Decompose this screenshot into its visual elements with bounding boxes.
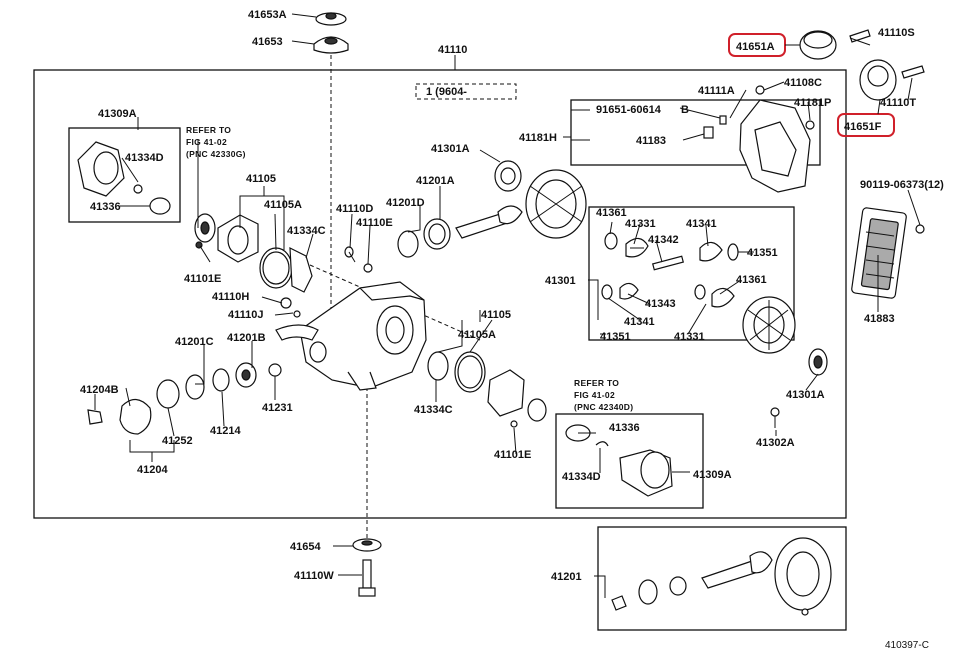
- label-refer-right-3: (PNC 42340D): [574, 402, 633, 412]
- label-41651a: 41651A: [736, 41, 775, 53]
- label-41341-a: 41341: [686, 218, 717, 230]
- label-refer-right-2: FIG 41-02: [574, 390, 615, 400]
- label-refer-left-1: REFER TO: [186, 125, 231, 135]
- cap-41653a-part: [315, 12, 347, 26]
- leader-lines: [94, 13, 921, 598]
- serial-note-box: [415, 83, 517, 100]
- label-41105-mid: 41105: [481, 309, 511, 321]
- seal-41653-part: [313, 36, 349, 54]
- label-41101e-right: 41101E: [494, 449, 531, 461]
- label-41105a-mid: 41105A: [458, 329, 496, 341]
- mount-41651a-part: [799, 29, 871, 60]
- label-41342: 41342: [648, 234, 679, 246]
- left-side-parts: [194, 213, 313, 318]
- label-41204b: 41204B: [80, 384, 119, 396]
- label-41653: 41653: [252, 36, 283, 48]
- label-41252: 41252: [162, 435, 193, 447]
- label-41108c: 41108C: [784, 77, 822, 89]
- right-bearing-part: [770, 348, 828, 428]
- label-41309a-left: 41309A: [98, 108, 137, 120]
- label-41653a: 41653A: [248, 9, 287, 21]
- label-41883: 41883: [864, 313, 895, 325]
- rear-cover-part: [703, 85, 815, 193]
- right-side-stack-part: [427, 351, 547, 428]
- label-91651: 91651-60614: [596, 104, 662, 116]
- main-assembly-frame: [33, 69, 847, 519]
- figure-code: 410397-C: [885, 640, 929, 651]
- label-41105a-top: 41105A: [264, 199, 302, 211]
- label-serial-note: 1 (9604-: [426, 86, 467, 98]
- label-41201c: 41201C: [175, 336, 214, 348]
- gasket-41883-part: [851, 207, 925, 299]
- label-41105-top: 41105: [246, 173, 276, 185]
- label-41201: 41201: [551, 571, 582, 583]
- label-41181h: 41181H: [519, 132, 557, 144]
- label-41201d: 41201D: [386, 197, 425, 209]
- label-41331-b: 41331: [674, 331, 705, 343]
- mount-41651f-part: [859, 59, 925, 101]
- ring-pinion-set-box: [597, 526, 847, 631]
- ring-pinion-set-part: [611, 537, 832, 616]
- label-41351-a: 41351: [747, 247, 778, 259]
- companion-flange-part: [87, 362, 282, 435]
- right-flange-part: [565, 424, 673, 497]
- label-41181p: 41181P: [794, 97, 831, 109]
- label-41110e: 41110E: [356, 217, 393, 229]
- label-41331-a: 41331: [625, 218, 656, 230]
- label-41110h: 41110H: [212, 291, 249, 303]
- label-41334c-mid: 41334C: [414, 404, 453, 416]
- label-refer-right-1: REFER TO: [574, 378, 619, 388]
- label-41101e-left: 41101E: [184, 273, 221, 285]
- label-41302a: 41302A: [756, 437, 795, 449]
- label-41301a-top: 41301A: [431, 143, 470, 155]
- bottom-seal-part: [352, 538, 382, 597]
- label-41201b: 41201B: [227, 332, 266, 344]
- label-41110t: 41110T: [880, 97, 916, 109]
- label-41201a: 41201A: [416, 175, 455, 187]
- label-41361-b: 41361: [736, 274, 767, 286]
- highlight-41651f: [837, 113, 895, 137]
- label-41651f: 41651F: [844, 121, 882, 133]
- label-41110j: 41110J: [228, 309, 264, 321]
- label-41110w: 41110W: [294, 570, 334, 582]
- label-41361-a: 41361: [596, 207, 627, 219]
- label-41334d-left: 41334D: [125, 152, 164, 164]
- label-41183: 41183: [636, 135, 666, 147]
- differential-gears-part: [601, 232, 796, 354]
- left-flange-part: [77, 141, 171, 215]
- label-41110d: 41110D: [336, 203, 373, 215]
- label-41343: 41343: [645, 298, 676, 310]
- ring-gear-part: [525, 169, 587, 239]
- label-b: B: [681, 104, 689, 116]
- label-41214: 41214: [210, 425, 241, 437]
- differential-gears-box: [588, 206, 795, 341]
- label-41231: 41231: [262, 402, 293, 414]
- label-41309a-right: 41309A: [693, 469, 732, 481]
- label-refer-left-3: (PNC 42330G): [186, 149, 246, 159]
- label-41301a-right: 41301A: [786, 389, 825, 401]
- label-41334d-right: 41334D: [562, 471, 601, 483]
- label-41334c-top: 41334C: [287, 225, 326, 237]
- left-flange-box: [68, 127, 181, 223]
- label-41204: 41204: [137, 464, 168, 476]
- carrier-housing-part: [275, 281, 427, 391]
- label-41110: 41110: [438, 44, 467, 56]
- label-41654: 41654: [290, 541, 321, 553]
- label-41301: 41301: [545, 275, 576, 287]
- label-41341-b: 41341: [624, 316, 655, 328]
- label-refer-left-2: FIG 41-02: [186, 137, 227, 147]
- label-41336-left: 41336: [90, 201, 121, 213]
- label-41336-right: 41336: [609, 422, 640, 434]
- label-41110s: 41110S: [878, 27, 915, 39]
- label-41111a: 41111A: [698, 85, 735, 97]
- right-flange-box: [555, 413, 704, 509]
- pinion-bearings-part: [344, 160, 523, 273]
- label-90119: 90119-06373(12): [860, 179, 944, 191]
- label-41351-b: 41351: [600, 331, 631, 343]
